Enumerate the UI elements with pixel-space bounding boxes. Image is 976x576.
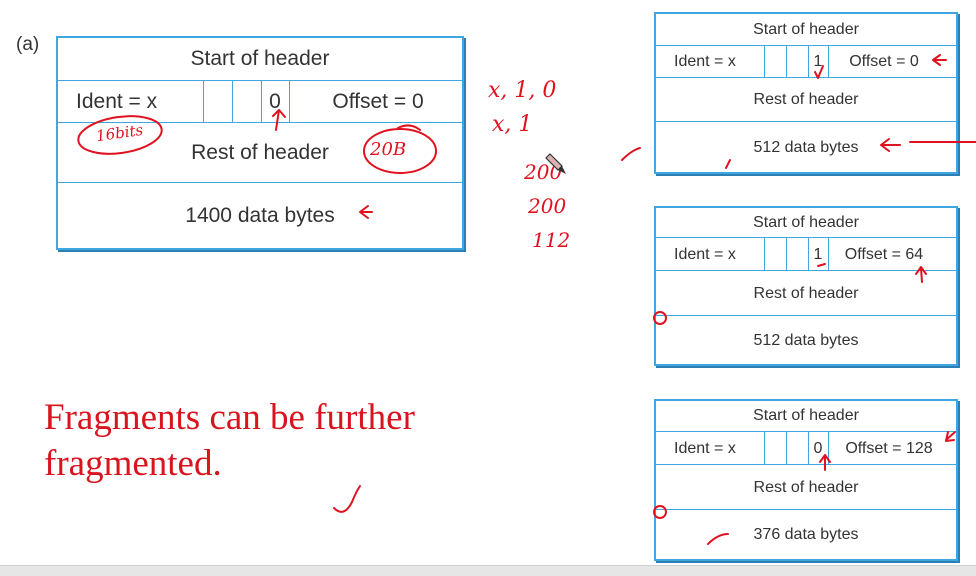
original-rest-of-header: Rest of header (191, 141, 329, 164)
fragment-2-rest-row: Rest of header (656, 270, 956, 316)
size-note-2: 200 (528, 194, 567, 218)
fragment-1: Start of header Ident = x 1 Offset = 0 R… (654, 12, 958, 174)
fragment-3-ident: Ident = x (674, 439, 736, 457)
original-rest-row: Rest of header (58, 122, 462, 183)
original-start-row: Start of header (58, 38, 462, 80)
fragment-2-data-bytes: 512 data bytes (753, 331, 859, 349)
fragment-1-data-row: 512 data bytes (656, 121, 956, 173)
caption-checkmark (333, 485, 361, 513)
fragment-1-ident: Ident = x (674, 53, 736, 70)
fragment-1-start-of-header: Start of header (753, 20, 859, 38)
size-note-1: 200 (524, 160, 563, 184)
fragment-1-rest-of-header: Rest of header (753, 91, 859, 108)
original-data-row: 1400 data bytes (58, 182, 462, 249)
fragment-3: Start of header Ident = x 0 Offset = 128… (654, 399, 958, 561)
fragment-2-start-of-header: Start of header (753, 213, 859, 231)
original-start-of-header: Start of header (190, 47, 330, 70)
header-size-note: 20B (370, 139, 407, 160)
fragment-2-flag: 1 (813, 245, 823, 263)
fragment-1-ident-row: Ident = x 1 Offset = 0 (656, 45, 956, 78)
original-offset: Offset = 0 (332, 90, 424, 113)
fragment-3-data-bytes: 376 data bytes (753, 526, 859, 543)
fragment-1-data-bytes: 512 data bytes (753, 138, 859, 156)
footer-bar (0, 565, 976, 576)
fragment-1-rest-row: Rest of header (656, 77, 956, 122)
fragment-1-start-row: Start of header (656, 14, 956, 45)
fragment-3-rest-row: Rest of header (656, 464, 956, 510)
panel-label: (a) (16, 34, 40, 55)
fragment-3-data-row: 376 data bytes (656, 509, 956, 560)
original-ident: Ident = x (76, 90, 158, 113)
fragment-2-start-row: Start of header (656, 208, 956, 237)
fragment-2-ident: Ident = x (674, 245, 736, 263)
size-note-3: 112 (532, 228, 571, 252)
frag1-left-arrow (621, 147, 641, 161)
fragment-1-flag: 1 (813, 53, 823, 70)
original-data-bytes: 1400 data bytes (185, 204, 335, 227)
original-ident-row: Ident = x 0 Offset = 0 (58, 80, 462, 123)
tuple-note-2: x, 1 (492, 112, 533, 137)
fragment-3-flag: 0 (813, 439, 823, 457)
fragment-2-offset: Offset = 64 (844, 245, 924, 263)
caption-text: Fragments can be further fragmented. (44, 397, 415, 484)
original-more-fragments-flag: 0 (269, 90, 281, 113)
fragment-3-start-row: Start of header (656, 401, 956, 431)
fragment-2-rest-of-header: Rest of header (753, 284, 859, 302)
fragment-3-start-of-header: Start of header (753, 407, 859, 424)
fragment-3-ident-row: Ident = x 0 Offset = 128 (656, 431, 956, 465)
fragment-2-ident-row: Ident = x 1 Offset = 64 (656, 237, 956, 271)
tuple-note-1: x, 1, 0 (488, 78, 557, 103)
fragment-1-offset: Offset = 0 (849, 53, 919, 70)
fragment-3-offset: Offset = 128 (845, 439, 933, 457)
fragment-2-data-row: 512 data bytes (656, 315, 956, 365)
fragment-3-rest-of-header: Rest of header (753, 478, 859, 496)
fragment-2: Start of header Ident = x 1 Offset = 64 … (654, 206, 958, 366)
